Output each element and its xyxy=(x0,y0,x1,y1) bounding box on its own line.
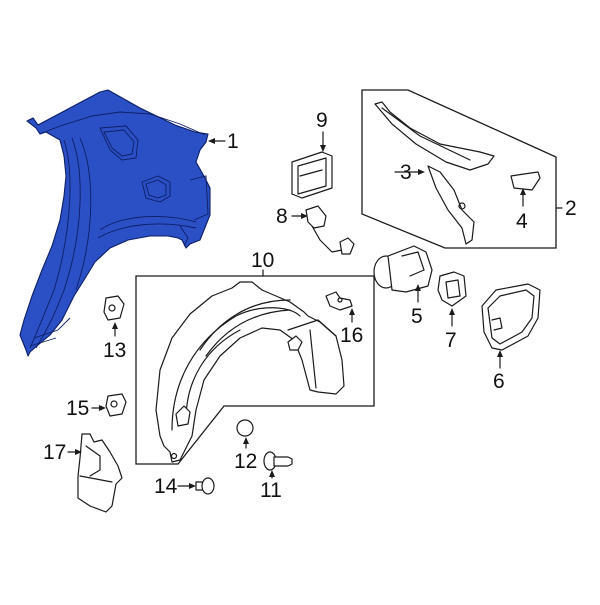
mud-flap-17-part[interactable] xyxy=(77,433,123,513)
quarter-panel-part[interactable] xyxy=(19,89,211,357)
bracket-4-part[interactable] xyxy=(510,171,541,191)
callout-9[interactable]: 9 xyxy=(316,109,328,132)
callout-11[interactable]: 11 xyxy=(260,479,282,502)
filler-bracket-7-part[interactable] xyxy=(437,271,467,307)
leader-lines xyxy=(67,131,563,489)
callout-17[interactable]: 17 xyxy=(43,441,67,464)
wheel-liner-part[interactable] xyxy=(155,281,345,463)
callout-15[interactable]: 15 xyxy=(66,397,90,420)
group-box-10 xyxy=(135,275,375,465)
callout-16[interactable]: 16 xyxy=(340,324,364,347)
callout-14[interactable]: 14 xyxy=(154,475,178,498)
plug-12-part[interactable] xyxy=(236,419,254,437)
callout-10[interactable]: 10 xyxy=(251,249,275,272)
callout-13[interactable]: 13 xyxy=(103,339,127,362)
callout-12[interactable]: 12 xyxy=(234,450,258,473)
callout-1[interactable]: 1 xyxy=(227,130,239,153)
callout-3[interactable]: 3 xyxy=(400,161,412,184)
callout-4[interactable]: 4 xyxy=(516,210,528,233)
group-box-2 xyxy=(361,89,557,249)
push-pin-11-part[interactable] xyxy=(263,451,293,471)
module-housing-9-part[interactable] xyxy=(291,151,333,199)
callout-6[interactable]: 6 xyxy=(493,370,505,393)
filler-housing-5-part[interactable] xyxy=(373,245,433,293)
harness-8-part[interactable] xyxy=(305,205,355,255)
rear-panel-part[interactable] xyxy=(374,101,495,171)
nut-clip-13-part[interactable] xyxy=(103,295,125,321)
inner-bracket-3-part[interactable] xyxy=(427,165,475,245)
fuel-door-6-part[interactable] xyxy=(481,283,541,351)
callout-5[interactable]: 5 xyxy=(411,305,423,328)
liner-clip-16-part[interactable] xyxy=(325,291,353,311)
callout-8[interactable]: 8 xyxy=(276,205,288,228)
nut-clip-15-part[interactable] xyxy=(105,393,127,417)
callout-2[interactable]: 2 xyxy=(565,197,577,220)
screw-14-part[interactable] xyxy=(195,477,215,495)
callout-7[interactable]: 7 xyxy=(445,329,457,352)
